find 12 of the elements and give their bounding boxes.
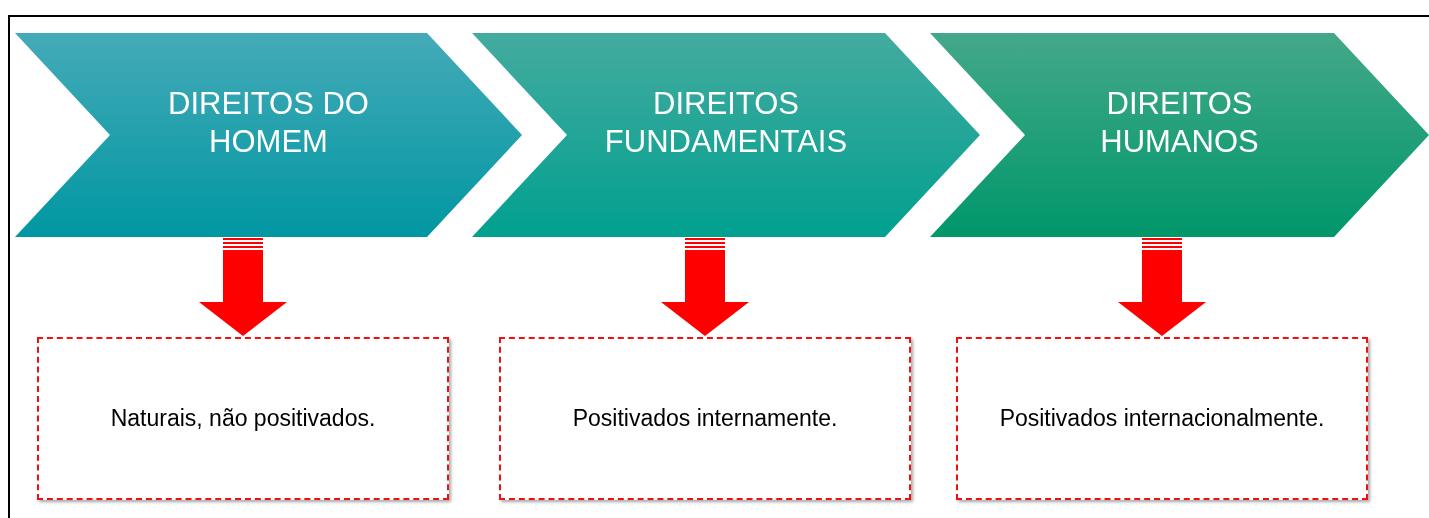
block-arrow — [199, 238, 287, 336]
dashed-box — [956, 337, 1368, 500]
dashed-box — [499, 337, 911, 500]
chevron-label: DIREITOS DO HOMEM — [167, 85, 370, 161]
chevron-label: DIREITOS HUMANOS — [1099, 85, 1260, 161]
box-text: Positivados internacionalmente. — [999, 404, 1325, 434]
box-text: Positivados internamente. — [572, 404, 838, 434]
dashed-box — [37, 337, 449, 500]
block-arrow — [661, 238, 749, 336]
chevron-label: DIREITOS FUNDAMENTAIS — [603, 85, 849, 161]
box-text: Naturais, não positivados. — [110, 404, 376, 434]
block-arrow — [1118, 238, 1206, 336]
